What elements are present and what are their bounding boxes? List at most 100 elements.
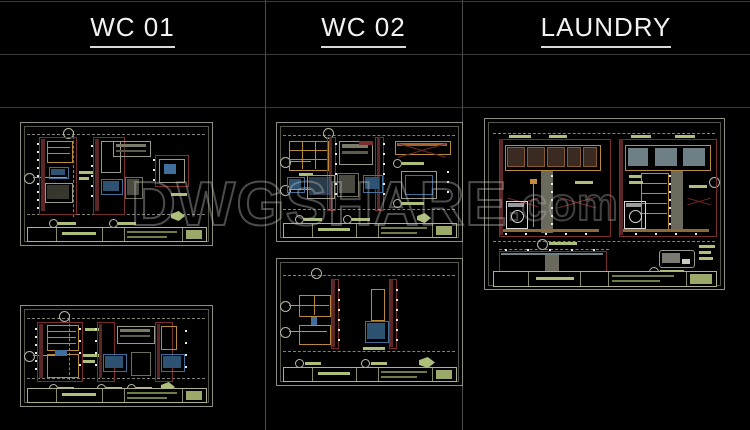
cabinet-c1 bbox=[161, 326, 177, 350]
wall-hatch-a bbox=[41, 139, 45, 211]
elevation-c-frame bbox=[155, 322, 173, 382]
dim-tick bbox=[551, 199, 553, 201]
title-block-logo bbox=[436, 226, 452, 235]
shower-plan-a bbox=[307, 175, 335, 199]
dim-tick bbox=[585, 233, 587, 235]
title-block-text bbox=[127, 392, 177, 394]
dim-tick bbox=[396, 289, 398, 291]
appliance-body bbox=[662, 253, 680, 263]
dim-tick bbox=[35, 368, 37, 370]
dim-tick bbox=[565, 233, 567, 235]
dim-tick bbox=[185, 330, 187, 332]
dim-tick bbox=[551, 207, 553, 209]
column-title-wc01: WC 01 bbox=[0, 12, 265, 48]
column-title-wc01-underline bbox=[90, 46, 175, 48]
shelf-line bbox=[641, 183, 667, 184]
dim-tick bbox=[669, 199, 671, 201]
title-block-cell bbox=[284, 368, 313, 381]
grid-bubble-left-1 bbox=[280, 301, 291, 312]
column-title-laundry: LAUNDRY bbox=[462, 12, 750, 48]
wall-vertical-a bbox=[329, 137, 332, 209]
callout-right-1 bbox=[393, 159, 402, 168]
dim-tick bbox=[91, 145, 93, 147]
title-block-text bbox=[381, 232, 417, 234]
north-arrow-symbol bbox=[419, 357, 435, 368]
dim-tick bbox=[37, 199, 39, 201]
dim-tick bbox=[335, 143, 337, 145]
north-arrow-symbol bbox=[417, 213, 431, 223]
dim-line-vert bbox=[73, 131, 74, 217]
laundry-riser-left bbox=[533, 181, 534, 227]
basin-fill-a bbox=[51, 169, 65, 175]
vanity-fill-a bbox=[289, 179, 301, 189]
title-block-text bbox=[381, 371, 427, 373]
title-block bbox=[493, 271, 717, 287]
dim-tick bbox=[383, 153, 385, 155]
fixture-tap-b bbox=[55, 350, 67, 356]
dim-tick bbox=[37, 207, 39, 209]
wc-center-fill bbox=[365, 177, 379, 189]
title-block-logo bbox=[690, 274, 712, 284]
title-block-cell bbox=[284, 224, 313, 237]
view-callout-2-label bbox=[118, 222, 136, 225]
plan-strip-panel bbox=[545, 255, 559, 271]
title-block-text bbox=[62, 232, 96, 235]
dim-tick bbox=[37, 191, 39, 193]
appliance-detail bbox=[659, 250, 695, 268]
wall-right-frame bbox=[389, 279, 397, 349]
grid-bubble-left-2 bbox=[280, 185, 291, 196]
dim-line-bottom bbox=[283, 351, 455, 352]
title-block-cell bbox=[312, 224, 357, 237]
detail-center-band-1 bbox=[342, 144, 368, 148]
wall-right-fill bbox=[390, 279, 393, 347]
title-block-cell bbox=[56, 389, 103, 402]
dim-tick bbox=[396, 299, 398, 301]
detail-center-band-2 bbox=[342, 151, 368, 154]
grid-bubble-top bbox=[323, 128, 334, 139]
annotation-left-3 bbox=[575, 181, 593, 184]
dim-tick bbox=[37, 143, 39, 145]
dim-tick bbox=[695, 233, 697, 235]
laundry-elev-right-frame bbox=[619, 139, 717, 237]
dim-tick bbox=[675, 233, 677, 235]
cabinet-glass-door bbox=[683, 148, 705, 166]
wall-left-frame bbox=[331, 279, 339, 349]
title-block-text bbox=[62, 393, 96, 396]
dim-tick bbox=[551, 183, 553, 185]
washing-machine-panel bbox=[626, 203, 642, 207]
annotation-left-1 bbox=[509, 135, 531, 138]
detail-d-fixture bbox=[164, 164, 176, 174]
laundry-tall-panel-left bbox=[541, 171, 553, 233]
cabinet-a1 bbox=[47, 141, 73, 163]
callout-right-1-label bbox=[402, 162, 424, 165]
dim-tick bbox=[338, 329, 340, 331]
dim-tick bbox=[549, 249, 551, 251]
washing-machine-drum bbox=[511, 210, 524, 223]
dim-tick bbox=[335, 193, 337, 195]
dim-tick bbox=[551, 215, 553, 217]
washing-machine-left bbox=[506, 201, 528, 229]
title-block-cell bbox=[312, 368, 357, 381]
north-arrow-symbol bbox=[171, 211, 185, 221]
wc02-elevation-sheet-lower bbox=[276, 258, 463, 386]
dim-tick bbox=[505, 233, 507, 235]
dim-tick bbox=[91, 175, 93, 177]
room-wall-a bbox=[39, 137, 77, 215]
dim-tick bbox=[79, 364, 81, 366]
elevation-right-2-inner bbox=[405, 175, 433, 195]
dim-tick bbox=[37, 159, 39, 161]
detail-center-cap bbox=[359, 141, 373, 145]
shelf-line bbox=[641, 193, 667, 194]
title-block-cell bbox=[378, 224, 433, 237]
header-rule-mid bbox=[0, 54, 750, 55]
dim-tick bbox=[79, 352, 81, 354]
title-block-text bbox=[381, 227, 427, 229]
annotation-bottom-1 bbox=[699, 245, 715, 248]
column-title-wc01-text: WC 01 bbox=[90, 12, 175, 42]
title-block-cell bbox=[378, 368, 433, 381]
cabinet-door bbox=[507, 147, 525, 167]
dim-line-top bbox=[283, 135, 455, 136]
detail-d-inner bbox=[159, 159, 185, 183]
callout-right-2 bbox=[393, 199, 402, 208]
